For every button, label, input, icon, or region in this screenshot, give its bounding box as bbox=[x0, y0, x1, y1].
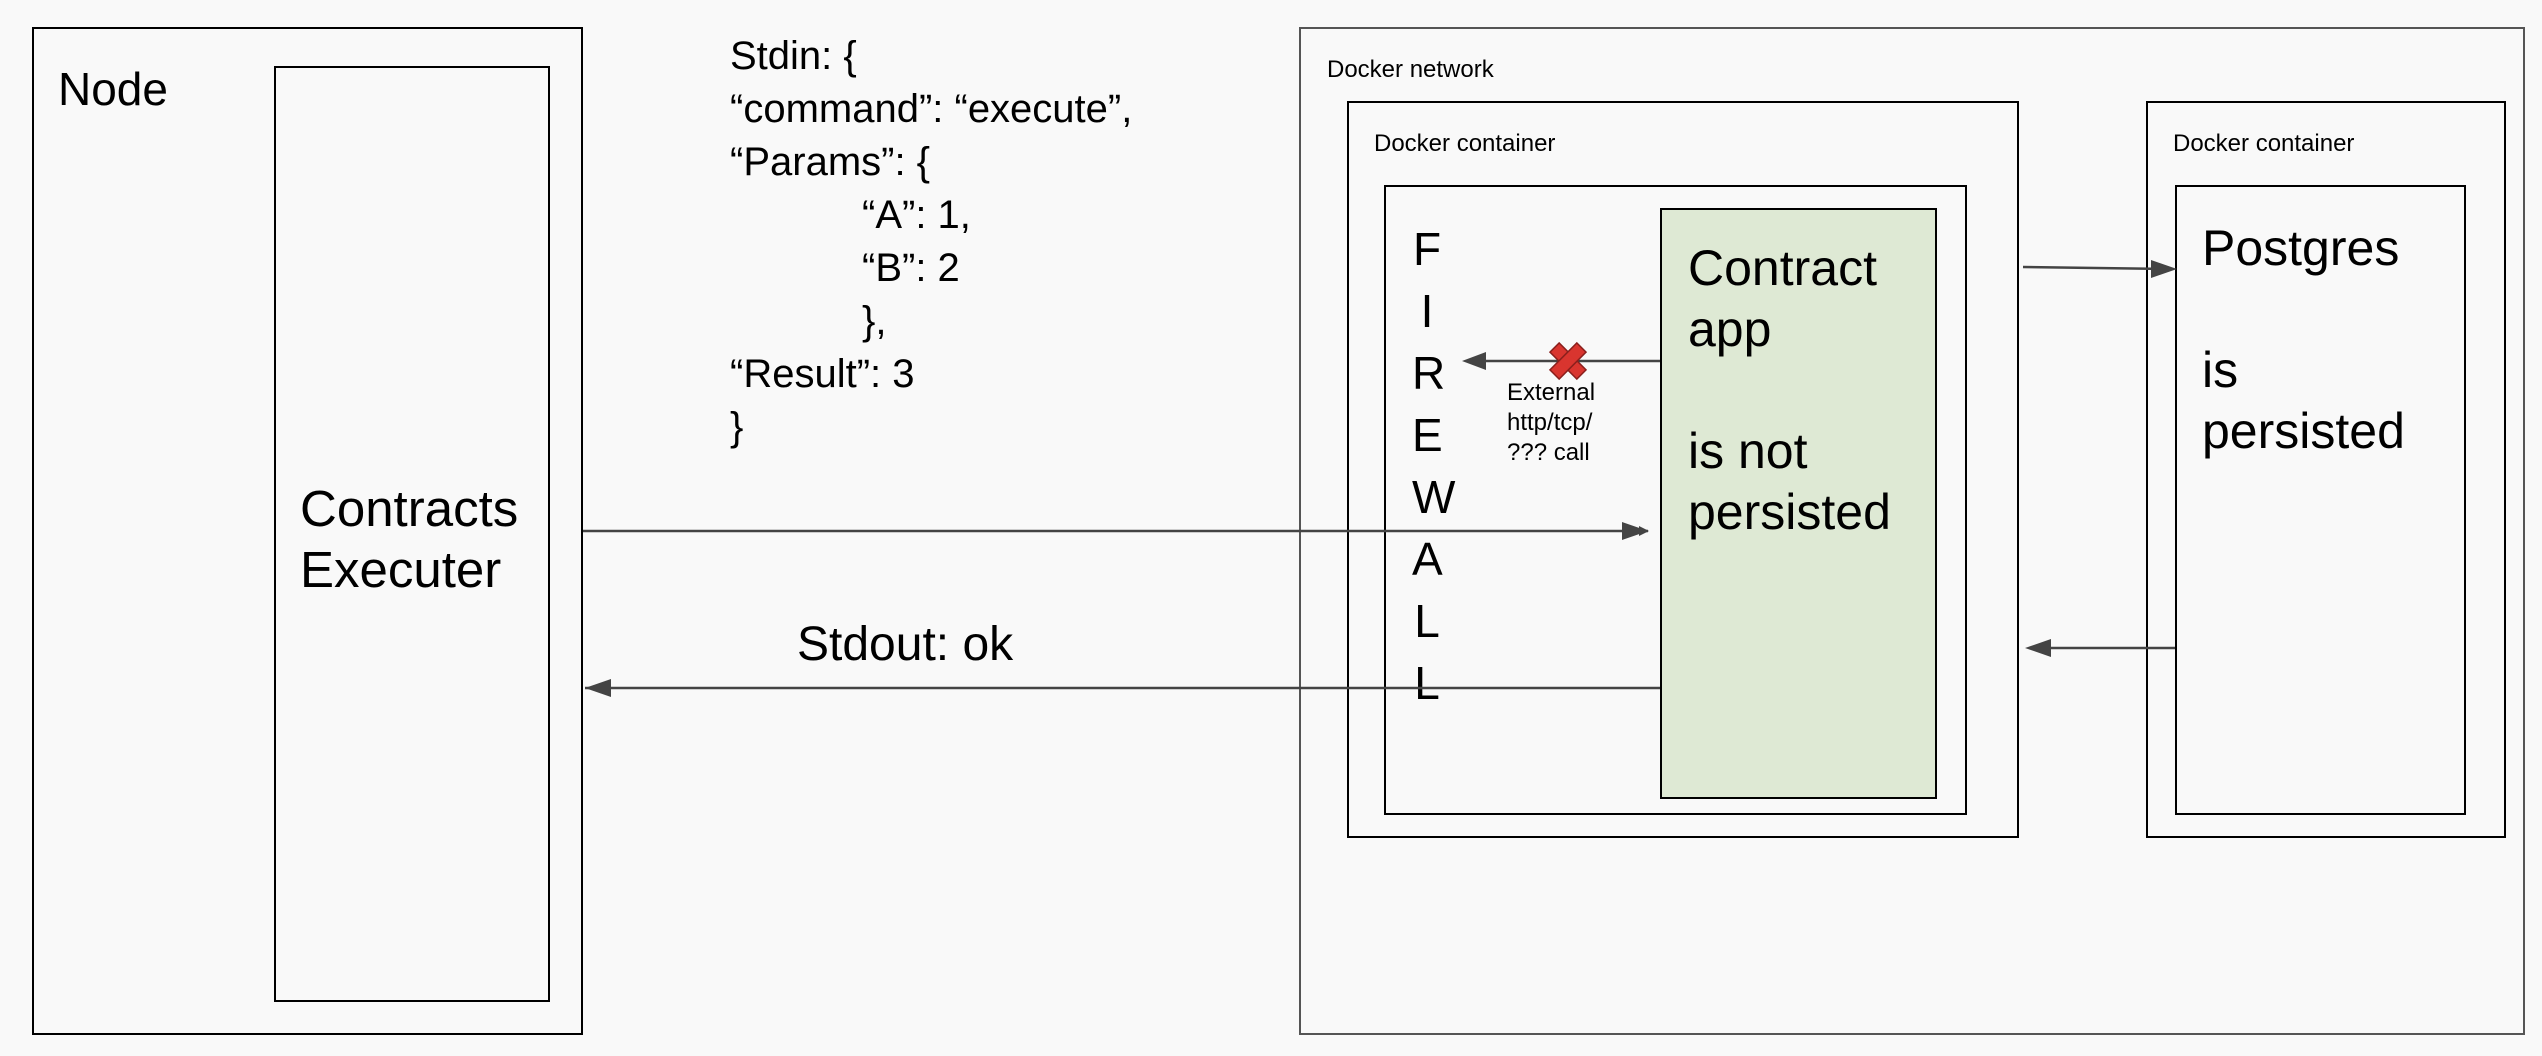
stdin-line-5: “B”: 2 bbox=[862, 246, 960, 290]
external-call-arrowhead bbox=[1462, 352, 1486, 370]
postgres-arrowhead bbox=[2151, 260, 2177, 278]
firewall-label: F I R E W A L L bbox=[1412, 223, 1456, 709]
stdin-line-2: “command”: “execute”, bbox=[730, 87, 1133, 131]
docker-container-app bbox=[1347, 101, 2019, 838]
contract-app-box bbox=[1660, 208, 1937, 799]
stdout-arrowhead bbox=[585, 679, 611, 697]
stdin-line-4: “A”: 1, bbox=[862, 193, 971, 237]
postgres-box bbox=[2175, 185, 2466, 815]
docker-container-app-label: Docker container bbox=[1374, 130, 1556, 157]
blocked-x-icon bbox=[1548, 341, 1588, 381]
docker-container-db bbox=[2146, 101, 2506, 838]
stdin-line-6: }, bbox=[862, 299, 887, 343]
stdout-label: Stdout: ok bbox=[797, 618, 1014, 671]
stdin-line-3: “Params”: { bbox=[730, 140, 931, 184]
node-box bbox=[32, 27, 583, 1035]
postgres-label: Postgres is persisted bbox=[2202, 220, 2405, 459]
container-to-postgres-arrow bbox=[2022, 265, 2174, 271]
stdin-line-8: } bbox=[730, 405, 744, 449]
contracts-executer-box bbox=[274, 66, 550, 1002]
firewall-boundary bbox=[1384, 185, 1967, 815]
stdin-line-7: “Result”: 3 bbox=[730, 352, 915, 396]
stdin-line-1: Stdin: { bbox=[730, 34, 857, 78]
docker-network-label: Docker network bbox=[1327, 56, 1494, 83]
docker-container-db-label: Docker container bbox=[2173, 130, 2355, 157]
stdin-arrowhead bbox=[1622, 522, 1648, 540]
contracts-executer-label: Contracts Executer bbox=[300, 480, 519, 599]
external-call-label: External http/tcp/ ??? call bbox=[1507, 379, 1596, 466]
container-arrowhead bbox=[2025, 639, 2051, 657]
contract-app-label: Contract app is not persisted bbox=[1688, 240, 1891, 540]
node-label: Node bbox=[58, 63, 168, 115]
